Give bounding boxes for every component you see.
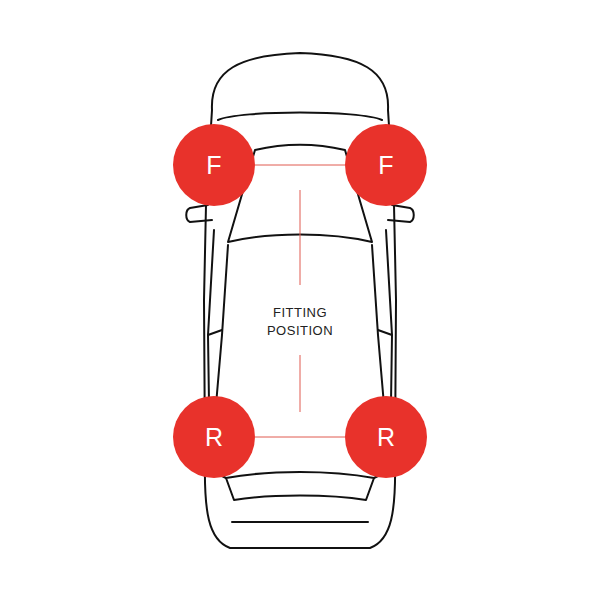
position-circle: R — [345, 396, 427, 478]
position-letter: F — [206, 153, 221, 178]
position-circle: F — [345, 124, 427, 206]
fitting-label: FITTING POSITION — [254, 302, 346, 341]
position-letter: R — [377, 425, 395, 450]
position-letter: R — [205, 425, 223, 450]
position-circle: F — [173, 124, 255, 206]
position-letter: F — [378, 153, 393, 178]
position-circle: R — [173, 396, 255, 478]
axle-line — [255, 437, 345, 438]
axle-line — [255, 165, 345, 166]
